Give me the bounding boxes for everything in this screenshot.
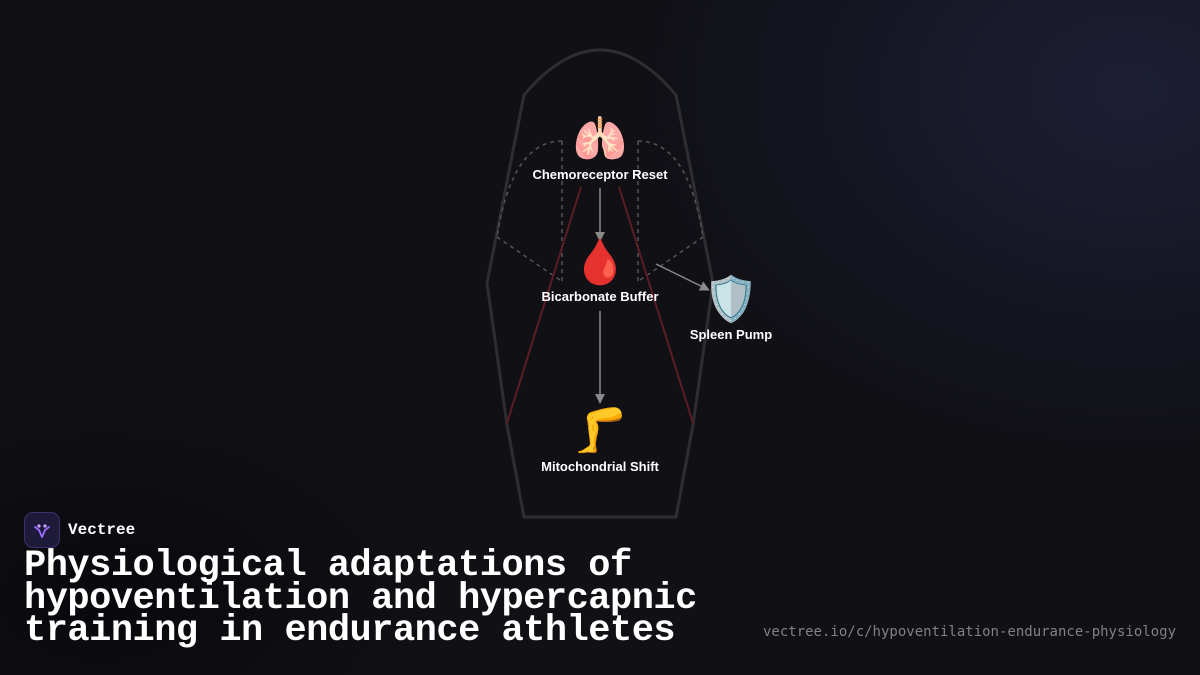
node-label: Mitochondrial Shift: [541, 459, 659, 474]
node-label: Bicarbonate Buffer: [541, 289, 658, 304]
edge-bicarb-spleen: [655, 263, 710, 291]
node-bicarbonate-buffer: 🩸 Bicarbonate Buffer: [541, 237, 658, 304]
blood-drop-icon: 🩸: [573, 237, 628, 288]
page-title: Physiological adaptations of hypoventila…: [24, 545, 697, 652]
node-label: Chemoreceptor Reset: [532, 167, 668, 182]
body-silhouette-outline: [485, 48, 715, 519]
red-vessel-lines: [506, 186, 694, 424]
node-chemoreceptor-reset: 🫁 Chemoreceptor Reset: [532, 114, 668, 182]
brand-name: Vectree: [68, 521, 136, 539]
node-spleen-pump: 🛡️ Spleen Pump: [690, 274, 772, 342]
edges: [595, 188, 710, 404]
lungs-icon: 🫁: [573, 114, 628, 165]
shield-icon: 🛡️: [704, 274, 759, 325]
leg-icon: 🦵: [573, 405, 628, 456]
dashed-guides: [496, 140, 704, 283]
node-mitochondrial-shift: 🦵 Mitochondrial Shift: [541, 405, 659, 474]
node-label: Spleen Pump: [690, 327, 772, 342]
vectree-logo-icon: [24, 512, 60, 548]
footer-url: vectree.io/c/hypoventilation-endurance-p…: [762, 624, 1176, 640]
brand: Vectree: [24, 512, 135, 548]
